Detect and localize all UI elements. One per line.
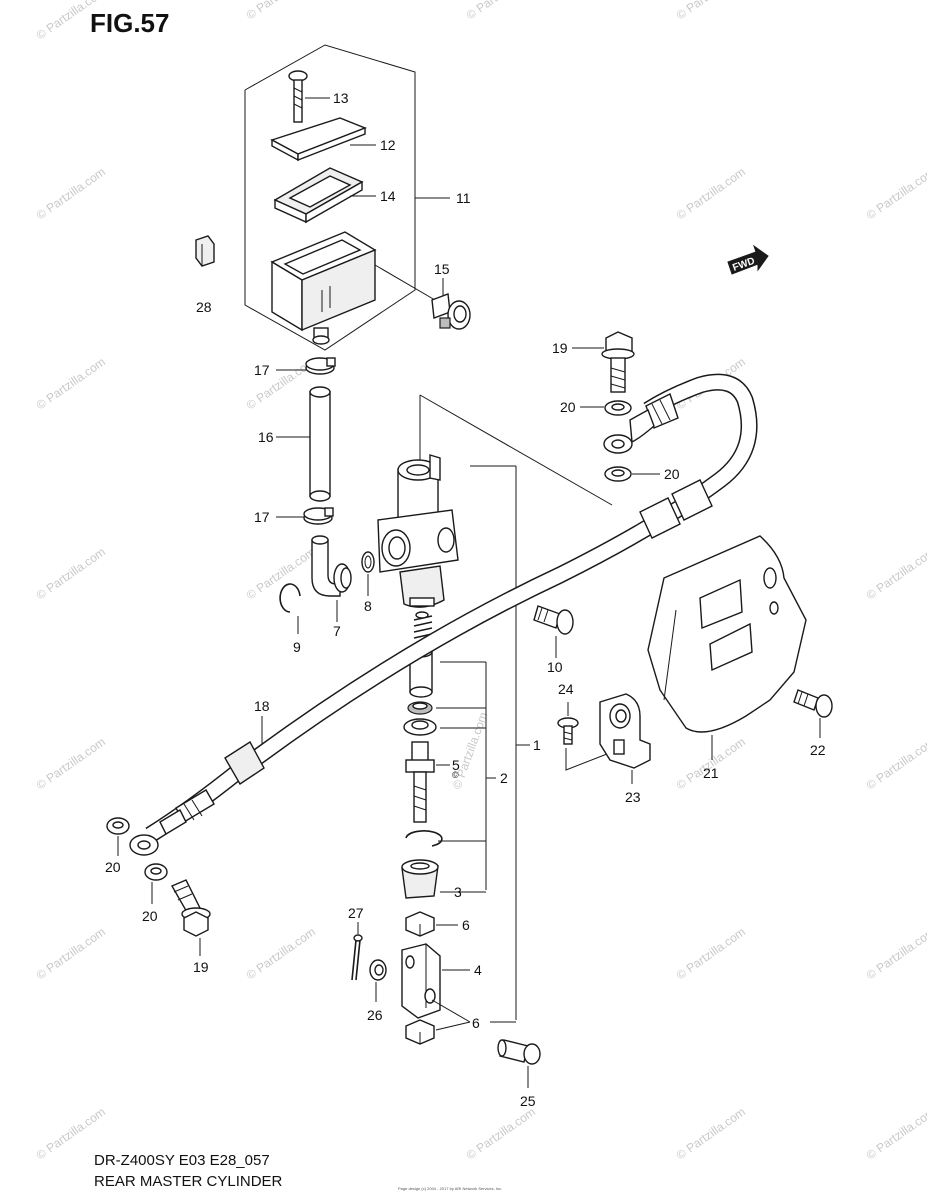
callout-17a: 17 — [254, 362, 270, 378]
callout-17b: 17 — [254, 509, 270, 525]
watermark: © Partzilla.com — [34, 545, 108, 603]
callout-19b: 19 — [193, 959, 209, 975]
snap-ring — [405, 830, 443, 847]
callout-25: 25 — [520, 1093, 536, 1109]
callout-27: 27 — [348, 905, 364, 921]
reservoir-cap-screw — [288, 70, 308, 123]
lock-nut-lower — [405, 1019, 435, 1045]
callout-20c: 20 — [105, 859, 121, 875]
leader-line-6b — [435, 1021, 471, 1031]
hose-elbow-connector — [311, 535, 352, 597]
fwd-label: FWD — [731, 256, 756, 274]
callout-24: 24 — [558, 681, 574, 697]
watermark: © Partzilla.com — [674, 0, 748, 22]
reservoir-mounting-bolt — [374, 264, 471, 330]
watermark: © Partzilla.com — [34, 925, 108, 983]
callout-5: 5 — [452, 757, 460, 773]
lock-nut-upper — [405, 911, 435, 937]
callout-19a: 19 — [552, 340, 568, 356]
watermark: © Partzilla.com — [464, 1105, 538, 1163]
pushrod-clevis — [401, 943, 441, 1019]
watermark: © Partzilla.com — [864, 545, 927, 603]
guard-screw-22 — [793, 689, 833, 718]
watermark: © Partzilla.com — [864, 165, 927, 223]
callout-2: 2 — [500, 770, 508, 786]
callout-15: 15 — [434, 261, 450, 277]
return-spring — [413, 611, 433, 645]
watermark: © Partzilla.com — [864, 735, 927, 793]
callout-11: 11 — [456, 190, 471, 206]
callout-4: 4 — [474, 962, 482, 978]
callout-22: 22 — [810, 742, 826, 758]
watermark: © Partzilla.com — [244, 0, 318, 22]
watermark: © Partzilla.com — [864, 925, 927, 983]
callout-28: 28 — [196, 299, 212, 315]
callout-9: 9 — [293, 639, 301, 655]
reservoir-body — [270, 231, 377, 345]
callout-7: 7 — [333, 623, 341, 639]
callout-16: 16 — [258, 429, 274, 445]
watermark: © Partzilla.com — [34, 355, 108, 413]
dust-boot — [401, 859, 439, 899]
callout-23: 23 — [625, 789, 641, 805]
washer-26 — [369, 959, 387, 981]
figure-title: FIG.57 — [90, 8, 169, 38]
callout-12: 12 — [380, 137, 396, 153]
watermark: © Partzilla.com — [674, 735, 748, 793]
callout-18: 18 — [254, 698, 270, 714]
pushrod — [405, 741, 435, 823]
callout-1: 1 — [533, 737, 541, 753]
callout-20a: 20 — [560, 399, 576, 415]
callout-20d: 20 — [142, 908, 158, 924]
guard-bracket — [599, 693, 651, 769]
watermark: © Partzilla.com — [464, 0, 538, 22]
banjo-bolt-upper — [601, 331, 635, 393]
clevis-pin — [497, 1039, 541, 1065]
watermark: © Partzilla.com — [674, 165, 748, 223]
callout-6b: 6 — [472, 1015, 480, 1031]
banjo-bolt-lower — [171, 879, 211, 937]
reservoir-hose — [309, 386, 331, 502]
callout-8: 8 — [364, 598, 372, 614]
hose-clamp-lower — [303, 507, 334, 525]
recommended-mark: © — [452, 770, 459, 780]
pushrod-washer — [403, 718, 437, 736]
callout-21: 21 — [703, 765, 719, 781]
callout-20b: 20 — [664, 466, 680, 482]
mounting-screw-10 — [533, 605, 574, 635]
watermark: © Partzilla.com — [34, 735, 108, 793]
cotter-pin — [351, 934, 363, 981]
watermark: © Partzilla.com — [864, 1105, 927, 1163]
master-cylinder-guard — [647, 535, 807, 733]
forward-direction-arrow: FWD — [727, 244, 769, 275]
reservoir-assembly-outline — [244, 44, 416, 351]
watermark: © Partzilla.com — [674, 1105, 748, 1163]
callout-6a: 6 — [462, 917, 470, 933]
watermark: © Partzilla.com — [674, 925, 748, 983]
callout-10: 10 — [547, 659, 563, 675]
master-cylinder-body — [377, 394, 613, 608]
callout-14: 14 — [380, 188, 396, 204]
screw-to-bracket-line — [565, 748, 613, 771]
cup-seal — [407, 701, 433, 715]
o-ring-8 — [361, 551, 375, 573]
callout-26: 26 — [367, 1007, 383, 1023]
rear-brake-hose — [129, 373, 758, 856]
small-cap-28 — [195, 235, 215, 267]
watermark: © Partzilla.com — [34, 165, 108, 223]
model-code-caption: DR-Z400SY E03 E28_057 — [94, 1152, 270, 1169]
callout-3: 3 — [454, 884, 462, 900]
bracket-screw-24 — [557, 717, 579, 745]
section-caption: REAR MASTER CYLINDER — [94, 1173, 283, 1190]
watermark: © Partzilla.com — [244, 925, 318, 983]
circlip-9 — [279, 583, 301, 613]
watermark-layer: © Partzilla.com © Partzilla.com © Partzi… — [34, 0, 927, 1162]
copyright-line: Page design (c) 2004 - 2017 by ARI Netwo… — [398, 1186, 502, 1191]
hose-clamp-upper — [305, 357, 336, 375]
callout-13: 13 — [333, 90, 349, 106]
